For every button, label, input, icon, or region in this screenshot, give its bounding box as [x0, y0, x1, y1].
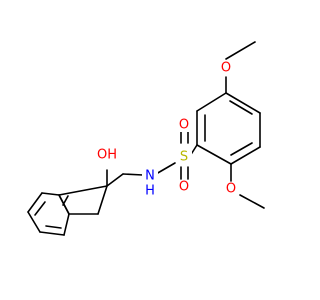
bond-ring-right-double-1 [229, 100, 253, 115]
label-background-sulfur [176, 149, 192, 165]
bond-ring-left-3 [27, 211, 41, 233]
sulfonyl-oxygen-top-label: O [179, 118, 189, 133]
hydroxyl-label: OH [97, 148, 117, 163]
atom-labels-group: O O O O S N H OH [95, 61, 238, 199]
bond-sulfur-nitrogen [155, 162, 176, 175]
bond-ring-right-6 [196, 92, 227, 112]
nitrogen-hydrogen-label: H [145, 184, 155, 199]
label-background-nitrogen [142, 168, 158, 184]
bond-methoxy-bottom-2 [239, 194, 265, 209]
bond-ring-right-4 [196, 144, 232, 165]
bond-ring-left-1 [41, 192, 60, 196]
label-background-sulfonyl-oxygen-bottom [177, 180, 191, 194]
bond-ring-right-double-2 [230, 142, 253, 156]
label-background-methoxy-bottom-oxygen [224, 182, 238, 196]
bond-ring-left-double-3 [62, 195, 69, 206]
sulfonyl-oxygen-bottom-label: O [179, 180, 189, 195]
chemical-structure-page: O O O O S N H OH [27, 41, 265, 236]
bond-ring-left-double-1 [34, 201, 46, 216]
bond-nitrogen-methylene [122, 173, 144, 176]
bond-ring-left-2 [27, 192, 43, 213]
chemical-structure-diagram: O O O O S N H OH [27, 41, 265, 236]
label-background-methoxy-top-oxygen [219, 61, 233, 75]
label-background-sulfonyl-oxygen-top [177, 118, 191, 132]
sulfur-label: S [180, 150, 188, 165]
methoxy-top-oxygen-label: O [221, 61, 231, 76]
bond-ring-left-5 [63, 213, 70, 236]
bond-five-ring-4 [58, 185, 108, 196]
methoxy-bottom-oxygen-label: O [226, 182, 236, 197]
bond-five-ring-1 [97, 185, 108, 215]
nitrogen-label: N [145, 169, 155, 184]
bond-ring-left-4 [39, 231, 65, 236]
label-background-hydroxyl [95, 147, 119, 163]
bond-methoxy-top-2 [225, 41, 256, 60]
bond-ring-right-1 [225, 92, 261, 114]
bond-methylene-quaternary [106, 173, 124, 187]
bond-ring-left-double-2 [45, 225, 62, 229]
bond-ring-right-3 [230, 146, 261, 165]
